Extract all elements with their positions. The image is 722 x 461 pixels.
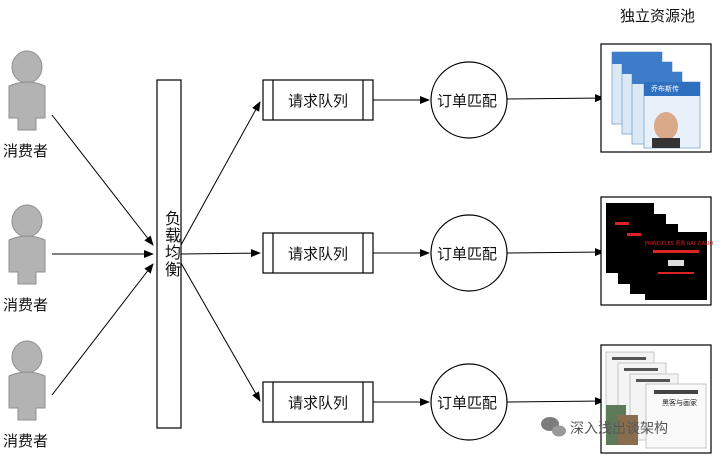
connector-lb-queue2 [180,249,261,258]
wechat-icon [541,417,566,437]
watermark-text: 深入浅出谈架构 [570,421,668,437]
person-icon [8,340,46,421]
connector-lb-queue1 [180,101,261,246]
consumer-label-3: 消费者 [3,432,49,450]
queue-label-3: 请求队列 [288,394,349,412]
pool-title: 独立资源池 [620,7,696,25]
person-icon [8,50,46,131]
connector-match2-res2 [506,248,605,257]
resource-image-2 [600,196,712,306]
resource-image-3 [600,344,712,454]
consumer-2 [8,204,46,285]
resource-cover-text-2: PRINCIPLES 原则 RAY DALIO [645,241,714,247]
connector-consumer1-lb [51,114,154,246]
queue-1 [262,79,374,121]
consumer-label-1: 消费者 [3,142,49,160]
resource-cover-text-1: 乔布斯传 [651,85,679,93]
matcher-label-1: 订单匹配 [437,92,498,110]
resource-cover-text-3: 黑客与画家 [662,399,697,407]
consumer-1 [8,50,46,131]
matcher-label-2: 订单匹配 [437,245,498,263]
queue-label-1: 请求队列 [288,92,349,110]
queue-2 [262,232,374,274]
matcher-label-3: 订单匹配 [437,394,498,412]
queue-label-2: 请求队列 [288,245,349,263]
matcher-circle-1 [430,61,508,139]
resource-image-1 [600,43,712,153]
queue-3 [262,381,374,423]
connector-lb-queue3 [180,262,261,402]
connector-match1-res1 [506,94,605,103]
load-balancer-label: 负载均衡 [162,210,181,278]
connector-match3-res3 [506,397,605,406]
connector-consumer3-lb [51,263,154,396]
consumer-label-2: 消费者 [3,296,49,314]
person-icon [8,204,46,285]
consumer-3 [8,340,46,421]
